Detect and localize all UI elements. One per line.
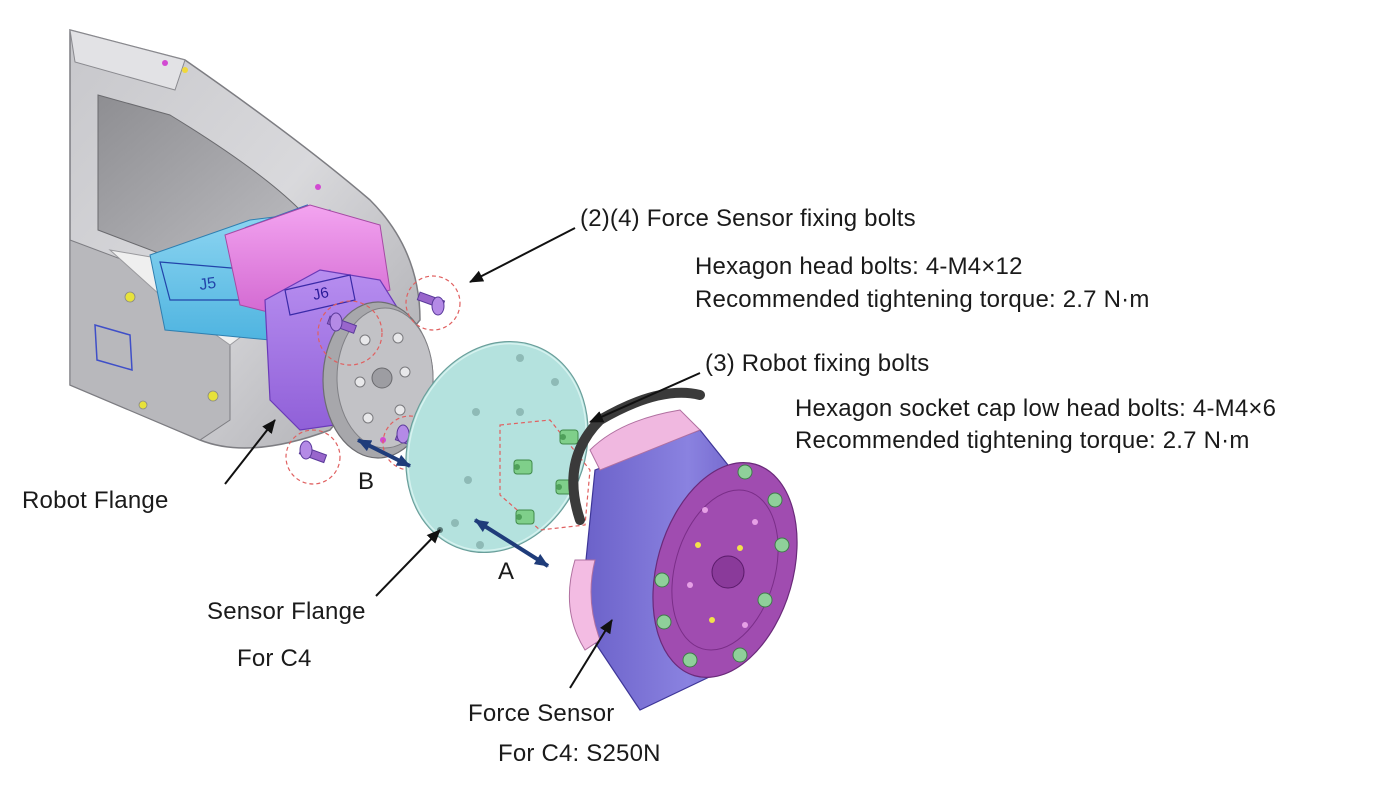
- j6-marking: J6: [311, 284, 330, 304]
- force-sensor-label: Force Sensor: [468, 700, 615, 727]
- assembly-arrow-b: [357, 438, 411, 468]
- force-sensor: [568, 387, 798, 711]
- bolt: [513, 459, 533, 475]
- sensor-flange-model: For C4: [237, 645, 312, 672]
- leader-arrow-force-sensor-bolts: [469, 227, 576, 283]
- force-sensor-bolts-title: (2)(4) Force Sensor fixing bolts: [580, 205, 916, 232]
- force-sensor-bolts-torque: Recommended tightening torque: 2.7 N·m: [695, 286, 1150, 313]
- leader-arrow-robot-bolts: [589, 372, 701, 423]
- bolt: [559, 429, 579, 445]
- sensor-flange: [405, 340, 589, 554]
- sensor-flange-label: Sensor Flange: [207, 598, 366, 625]
- robot-flange: [322, 301, 434, 459]
- bolt: [515, 509, 535, 525]
- assembly-arrow-a: [473, 518, 550, 568]
- bolt: [298, 440, 328, 464]
- leader-arrows: [224, 227, 701, 689]
- robot-bolt-highlight: [499, 419, 591, 531]
- leader-arrow-sensor-flange: [375, 529, 441, 597]
- leader-arrow-robot-flange: [224, 419, 276, 485]
- bolt: [326, 312, 358, 334]
- force-sensor-bolts-spec: Hexagon head bolts: 4-M4×12: [695, 253, 1023, 280]
- force-sensor-model: For C4: S250N: [498, 740, 661, 767]
- arrow-a-label: A: [498, 558, 515, 585]
- bolt: [416, 291, 446, 316]
- arrow-b-label: B: [358, 468, 375, 495]
- robot-bolts-torque: Recommended tightening torque: 2.7 N·m: [795, 427, 1250, 454]
- j5-marking: J5: [198, 275, 217, 294]
- robot-flange-label: Robot Flange: [22, 487, 169, 514]
- robot-bolts-title: (3) Robot fixing bolts: [705, 350, 930, 377]
- robot-bolts-spec: Hexagon socket cap low head bolts: 4-M4×…: [795, 395, 1277, 422]
- force-sensor-bolt-highlights: [285, 275, 461, 485]
- assembly-arrows: [357, 438, 550, 568]
- leader-arrow-force-sensor: [569, 619, 613, 689]
